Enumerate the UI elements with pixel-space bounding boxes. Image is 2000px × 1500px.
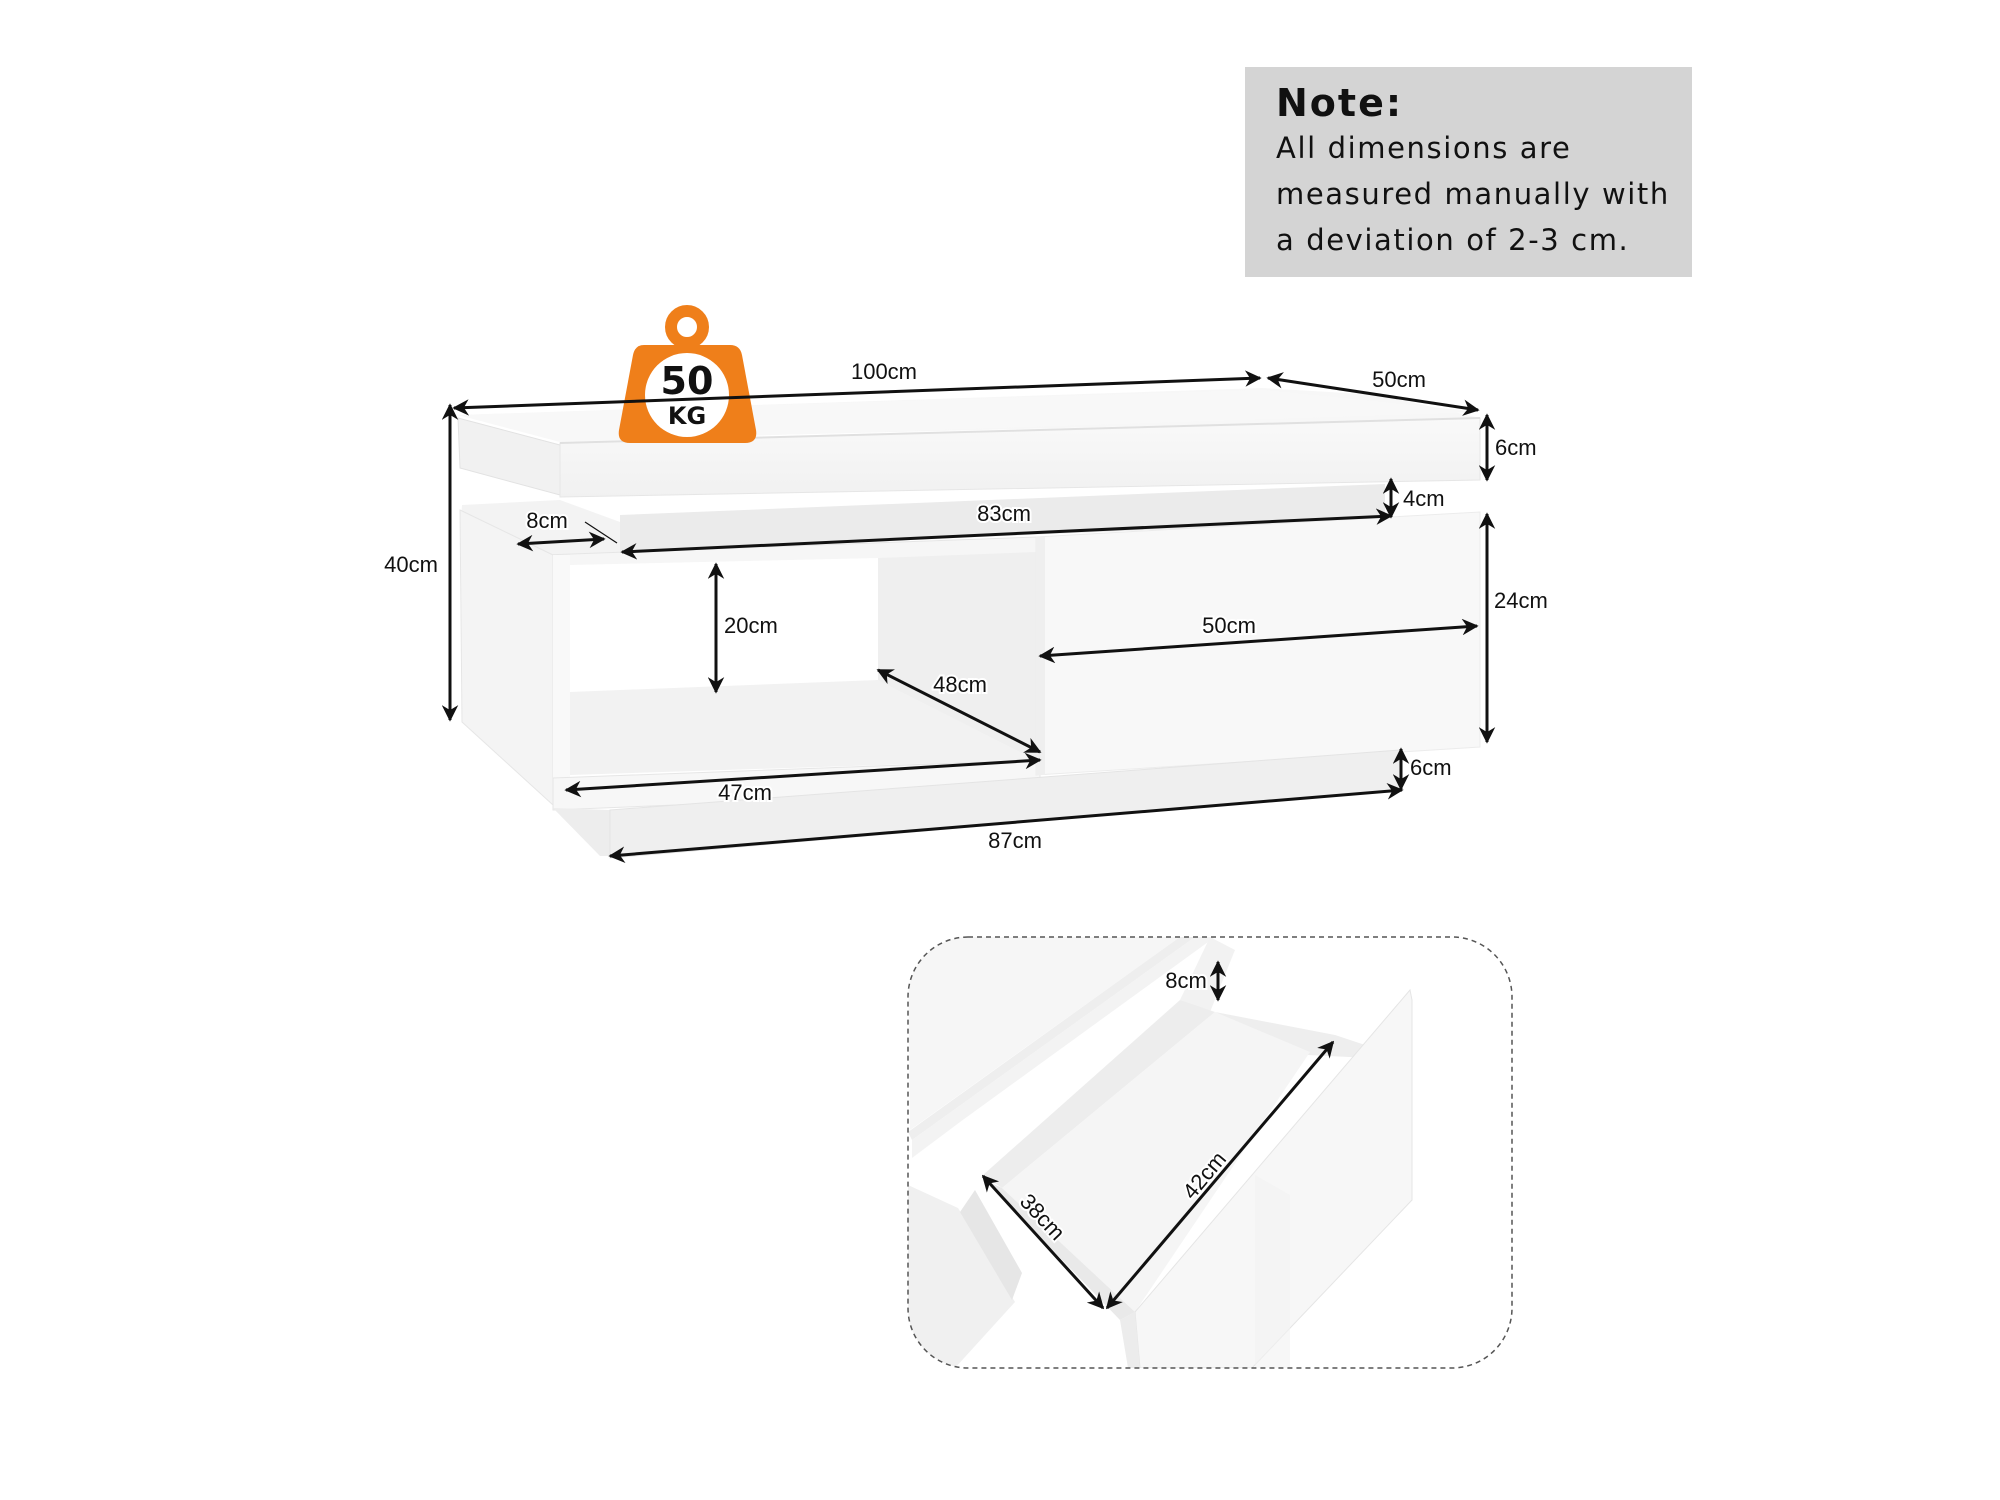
label-top-thickness: 6cm (1495, 435, 1537, 460)
dimension-arrows (441, 370, 1496, 863)
arrow-drawer-inner-length (1105, 1040, 1335, 1310)
label-base-height: 6cm (1410, 755, 1452, 780)
weight-unit: KG (668, 402, 706, 430)
note-line: All dimensions are (1276, 131, 1572, 165)
left-end-panel-front (553, 555, 570, 805)
label-compartment-width: 47cm (718, 780, 772, 805)
inset-drawer-back (1180, 937, 1235, 1012)
arrow-shelf-overhang (516, 531, 606, 552)
drawer-inset: 8cm 38cm 42cm (907, 936, 1513, 1369)
dimension-labels: 100cm 50cm 40cm 6cm 4cm 24cm 6cm 8cm 83c… (382, 357, 1550, 855)
label-drawer-depth: 8cm (1165, 968, 1207, 993)
weight-badge: 50 KG (618, 305, 757, 443)
arrow-total-width (452, 370, 1262, 416)
arrow-total-depth (1266, 372, 1480, 416)
label-top-gap: 4cm (1403, 486, 1445, 511)
inset-frame (907, 936, 1513, 1369)
arrow-base-width (608, 783, 1404, 863)
left-end-panel-side (459, 509, 554, 807)
label-shelf-overhang: 8cm (526, 508, 568, 533)
note-box: Note: All dimensions are measured manual… (1245, 67, 1692, 277)
label-compartment-depth: 48cm (933, 672, 987, 697)
base-side (553, 808, 610, 856)
inset-tabletop (908, 937, 1180, 1130)
label-drawer-height: 24cm (1494, 588, 1548, 613)
weight-value: 50 (661, 359, 714, 403)
label-compartment-height: 20cm (724, 613, 778, 638)
note-line: measured manually with (1276, 177, 1670, 211)
arrow-drawer-width (1038, 618, 1479, 664)
drawer-front (1035, 511, 1481, 776)
arrow-shelf-width (620, 508, 1393, 560)
label-total-depth: 50cm (1372, 367, 1426, 392)
label-base-width: 87cm (988, 828, 1042, 853)
label-shelf-width: 83cm (977, 501, 1031, 526)
note-line: a deviation of 2-3 cm. (1276, 223, 1630, 257)
arrow-drawer-inner-width (981, 1174, 1105, 1310)
arrow-compartment-depth (876, 668, 1042, 754)
note-title: Note: (1276, 81, 1404, 125)
label-drawer-width: 50cm (1202, 613, 1256, 638)
label-total-height: 40cm (384, 552, 438, 577)
label-total-width: 100cm (851, 359, 917, 384)
